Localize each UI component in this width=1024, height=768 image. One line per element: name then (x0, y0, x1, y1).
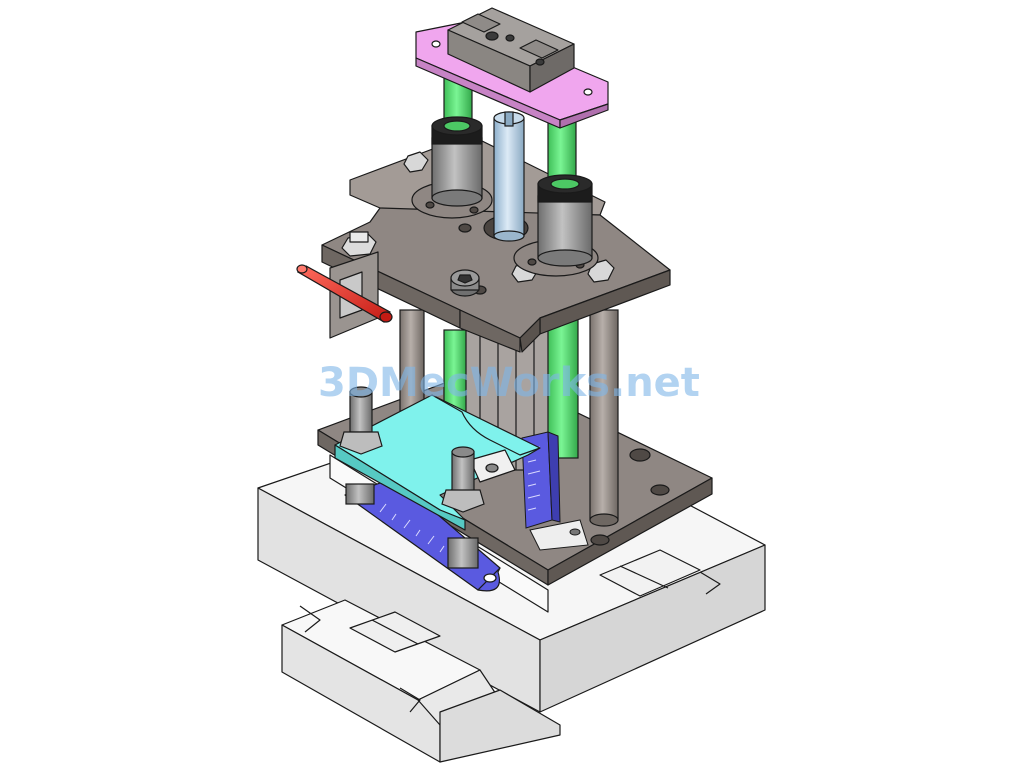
center-shaft (493, 111, 525, 242)
side-scale (521, 431, 589, 551)
cyan-clamp-plate (334, 394, 541, 531)
linear-bushings (431, 116, 593, 267)
slider-block (447, 7, 575, 93)
red-handle-pin (296, 264, 393, 323)
hex-nuts (339, 386, 485, 569)
